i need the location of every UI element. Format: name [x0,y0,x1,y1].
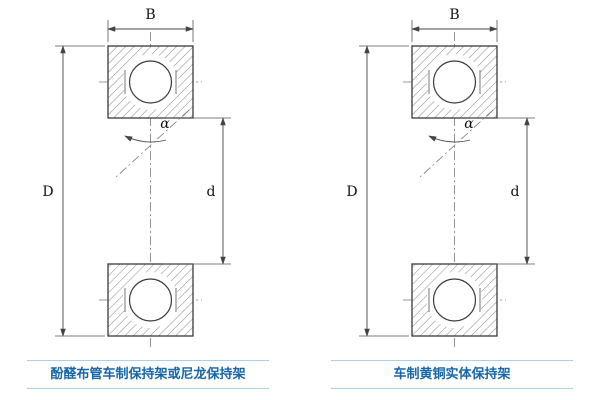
dimension-d-label: d [511,184,520,200]
dimension-d: d [467,117,535,265]
caption-text: 车制黄铜实体保持架 [393,367,511,382]
caption-text: 酚醛布管车制保持架或尼龙保持架 [50,367,246,382]
bottom-ring-section [107,263,194,337]
ball [432,278,477,322]
dimension-B-label: B [145,7,155,23]
contact-angle-label: α [160,116,170,132]
dimension-d-label: d [207,184,216,200]
dimension-B: B [411,7,498,42]
figure-caption: 车制黄铜实体保持架 [331,360,573,389]
ball [128,60,173,104]
contact-angle: α [114,109,190,179]
top-ring-section [411,45,498,119]
dimension-D-label: D [346,184,357,200]
dimension-B: B [107,7,194,42]
contact-angle-label: α [464,116,474,132]
dimension-D: D [42,45,105,337]
ball [128,278,173,322]
bearing-cross-section-drawing: B D d α [346,7,535,350]
bearing-cross-section-drawing: B D d α [42,7,231,350]
ball [432,60,477,104]
bottom-ring-section [411,263,498,337]
figure-brass-cage: B D d α 车制黄铜实体 [317,6,587,400]
dimension-D-label: D [42,184,53,200]
contact-angle-line [114,109,190,179]
figure-caption: 酚醛布管车制保持架或尼龙保持架 [27,360,269,389]
dimension-B-label: B [449,7,459,23]
contact-angle-arc [428,135,471,143]
contact-angle-arc [124,135,167,143]
contact-angle-line [418,109,494,179]
figure-phenolic-cage: B D d α 酚醛布管车制 [13,6,283,400]
contact-angle: α [418,109,494,179]
dimension-D: D [346,45,409,337]
dimension-d: d [163,117,231,265]
top-ring-section [107,45,194,119]
